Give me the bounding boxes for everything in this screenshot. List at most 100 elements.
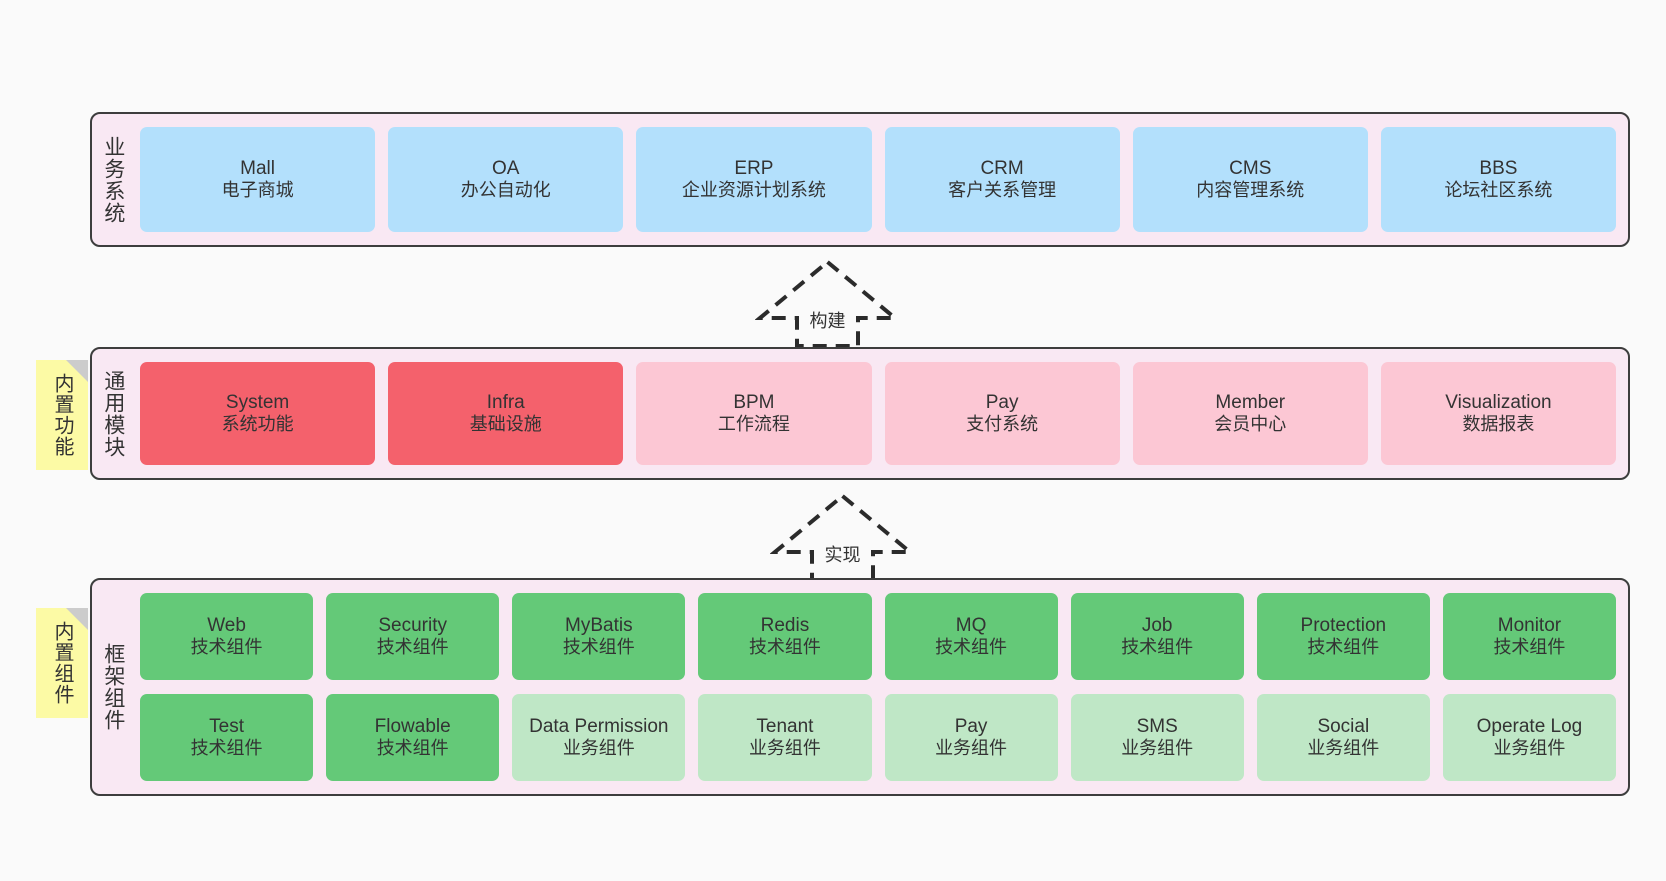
card-subtitle: 业务组件 xyxy=(1121,738,1194,759)
arrow-build: 构建 xyxy=(755,258,900,348)
layer-framework-component: 框架组件 Web 技术组件 Security 技术组件 MyBatis 技术组件… xyxy=(90,578,1630,796)
card-title: Social xyxy=(1317,715,1370,737)
arrow-implement-label: 实现 xyxy=(824,545,861,565)
layer-common-module: 通用模块 System 系统功能 Infra 基础设施 BPM 工作流程 Pay xyxy=(90,347,1630,480)
card-title: Infra xyxy=(486,391,525,413)
card-title: Job xyxy=(1141,614,1173,636)
card-sms[interactable]: SMS 业务组件 xyxy=(1070,694,1244,781)
card-title: Monitor xyxy=(1497,614,1562,636)
card-subtitle: 工作流程 xyxy=(717,414,790,435)
card-subtitle: 电子商城 xyxy=(221,180,294,201)
card-crm[interactable]: CRM 客户关系管理 xyxy=(884,127,1120,232)
card-subtitle: 会员中心 xyxy=(1214,414,1287,435)
card-infra[interactable]: Infra 基础设施 xyxy=(388,362,624,465)
card-title: MyBatis xyxy=(565,614,633,636)
card-title: Web xyxy=(207,614,246,636)
card-title: Pay xyxy=(954,715,988,737)
card-title: Member xyxy=(1215,391,1286,413)
card-subtitle: 业务组件 xyxy=(562,738,635,759)
layer-row: Web 技术组件 Security 技术组件 MyBatis 技术组件 Redi… xyxy=(140,593,1616,680)
card-subtitle: 办公自动化 xyxy=(460,180,551,201)
sticky-note-builtin-component: 内置组件 xyxy=(36,608,88,718)
card-title: BBS xyxy=(1479,157,1518,179)
card-subtitle: 基础设施 xyxy=(469,414,542,435)
arrow-implement: 实现 xyxy=(770,492,915,582)
card-member[interactable]: Member 会员中心 xyxy=(1132,362,1368,465)
card-redis[interactable]: Redis 技术组件 xyxy=(698,593,872,680)
card-subtitle: 技术组件 xyxy=(376,637,449,658)
card-subtitle: 数据报表 xyxy=(1462,414,1535,435)
card-title: CRM xyxy=(980,157,1024,179)
card-oa[interactable]: OA 办公自动化 xyxy=(388,127,624,232)
card-subtitle: 系统功能 xyxy=(221,414,294,435)
card-title: Redis xyxy=(760,614,810,636)
arrow-build-shape xyxy=(755,259,900,348)
card-operate-log[interactable]: Operate Log 业务组件 xyxy=(1442,694,1616,781)
card-subtitle: 业务组件 xyxy=(1493,738,1566,759)
card-web[interactable]: Web 技术组件 xyxy=(140,593,314,680)
card-title: Security xyxy=(378,614,447,636)
card-subtitle: 技术组件 xyxy=(562,637,635,658)
card-subtitle: 技术组件 xyxy=(1307,637,1380,658)
layer-title-business: 业务系统 xyxy=(101,135,125,224)
card-title: Pay xyxy=(985,391,1019,413)
layer-row: Test 技术组件 Flowable 技术组件 Data Permission … xyxy=(140,694,1616,781)
card-title: Visualization xyxy=(1445,391,1552,413)
arrow-build-label: 构建 xyxy=(809,311,846,331)
card-test[interactable]: Test 技术组件 xyxy=(140,694,314,781)
card-bpm[interactable]: BPM 工作流程 xyxy=(636,362,872,465)
layer-business-system: 业务系统 Mall 电子商城 OA 办公自动化 ERP 企业资源计划系统 CRM xyxy=(90,112,1630,247)
card-subtitle: 业务组件 xyxy=(748,738,821,759)
card-mybatis[interactable]: MyBatis 技术组件 xyxy=(512,593,686,680)
card-subtitle: 内容管理系统 xyxy=(1196,180,1305,201)
card-bbs[interactable]: BBS 论坛社区系统 xyxy=(1380,127,1617,232)
card-subtitle: 技术组件 xyxy=(376,738,449,759)
sticky-note-label: 内置组件 xyxy=(51,621,73,705)
card-data-permission[interactable]: Data Permission 业务组件 xyxy=(512,694,686,781)
card-title: Tenant xyxy=(756,715,814,737)
layer-row: Mall 电子商城 OA 办公自动化 ERP 企业资源计划系统 CRM 客户关系… xyxy=(140,127,1617,232)
card-title: BPM xyxy=(733,391,775,413)
card-social[interactable]: Social 业务组件 xyxy=(1256,694,1430,781)
card-subtitle: 论坛社区系统 xyxy=(1444,180,1553,201)
card-subtitle: 技术组件 xyxy=(190,738,263,759)
card-tenant[interactable]: Tenant 业务组件 xyxy=(698,694,872,781)
card-mall[interactable]: Mall 电子商城 xyxy=(140,127,376,232)
card-protection[interactable]: Protection 技术组件 xyxy=(1256,593,1430,680)
layer-body-business: Mall 电子商城 OA 办公自动化 ERP 企业资源计划系统 CRM 客户关系… xyxy=(134,114,1628,245)
card-subtitle: 业务组件 xyxy=(935,738,1008,759)
card-job[interactable]: Job 技术组件 xyxy=(1070,593,1244,680)
card-visualization[interactable]: Visualization 数据报表 xyxy=(1380,362,1617,465)
card-pay-business[interactable]: Pay 业务组件 xyxy=(884,694,1058,781)
card-subtitle: 业务组件 xyxy=(1307,738,1380,759)
card-subtitle: 技术组件 xyxy=(1121,637,1194,658)
card-flowable[interactable]: Flowable 技术组件 xyxy=(326,694,500,781)
layer-title-common: 通用模块 xyxy=(101,369,125,458)
layer-title-framework: 框架组件 xyxy=(101,643,125,731)
card-subtitle: 技术组件 xyxy=(935,637,1008,658)
card-title: ERP xyxy=(734,157,774,179)
card-cms[interactable]: CMS 内容管理系统 xyxy=(1132,127,1368,232)
card-subtitle: 技术组件 xyxy=(1493,637,1566,658)
card-subtitle: 技术组件 xyxy=(190,637,263,658)
card-system[interactable]: System 系统功能 xyxy=(140,362,376,465)
sticky-note-builtin-function: 内置功能 xyxy=(36,360,88,470)
card-title: SMS xyxy=(1136,715,1178,737)
card-erp[interactable]: ERP 企业资源计划系统 xyxy=(636,127,872,232)
layer-body-framework: Web 技术组件 Security 技术组件 MyBatis 技术组件 Redi… xyxy=(134,580,1628,794)
layer-body-common: System 系统功能 Infra 基础设施 BPM 工作流程 Pay 支付系统… xyxy=(134,349,1628,478)
card-title: Flowable xyxy=(374,715,451,737)
arrow-implement-shape xyxy=(770,493,915,582)
card-title: Mall xyxy=(240,157,275,179)
sticky-note-label: 内置功能 xyxy=(51,373,73,457)
card-monitor[interactable]: Monitor 技术组件 xyxy=(1442,593,1616,680)
card-title: Protection xyxy=(1300,614,1387,636)
card-title: CMS xyxy=(1229,157,1272,179)
card-pay[interactable]: Pay 支付系统 xyxy=(884,362,1120,465)
card-mq[interactable]: MQ 技术组件 xyxy=(884,593,1058,680)
card-title: System xyxy=(225,391,290,413)
card-security[interactable]: Security 技术组件 xyxy=(326,593,500,680)
card-title: MQ xyxy=(955,614,987,636)
layer-row: System 系统功能 Infra 基础设施 BPM 工作流程 Pay 支付系统… xyxy=(140,362,1617,465)
